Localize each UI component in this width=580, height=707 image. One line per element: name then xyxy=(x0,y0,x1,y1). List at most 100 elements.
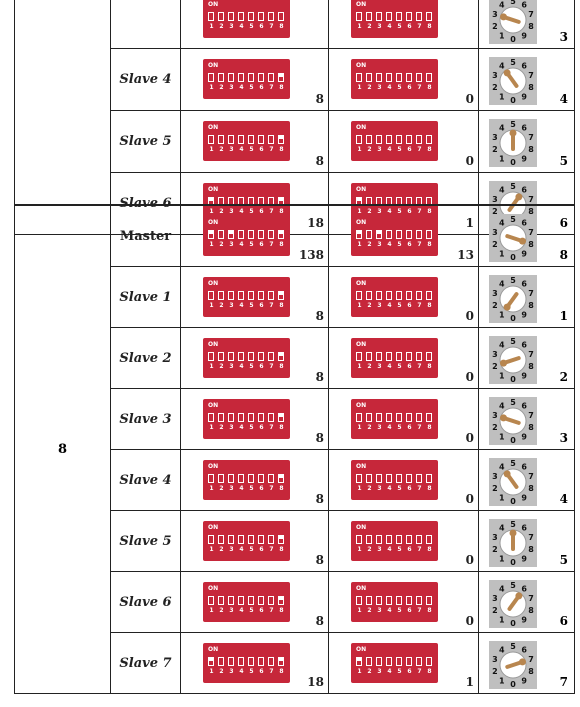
switch-number: 7 xyxy=(269,84,274,91)
dip-toggle: 7 xyxy=(268,596,274,614)
dip-toggle: 7 xyxy=(268,657,274,675)
dip-toggle: 7 xyxy=(416,352,422,370)
switch-number: 2 xyxy=(367,668,372,675)
dip-toggle: 1 xyxy=(356,12,362,30)
switch-number: 4 xyxy=(239,607,244,614)
dip-toggle: 5 xyxy=(396,12,402,30)
switch-number: 7 xyxy=(269,546,274,553)
rotary-value: 3 xyxy=(559,30,568,44)
dip-toggle: 2 xyxy=(366,657,372,675)
dip-toggle: 1 xyxy=(356,657,362,675)
dip-toggle: 2 xyxy=(218,291,224,309)
rotary-digit: 6 xyxy=(521,219,527,228)
dip-value: 8 xyxy=(315,309,324,323)
rotary-digit: 9 xyxy=(521,92,527,101)
rotary-digit: 8 xyxy=(528,606,534,615)
rotary-digit: 5 xyxy=(510,276,516,285)
rotary-digit: 3 xyxy=(492,350,498,359)
dip-toggle: 7 xyxy=(268,12,274,30)
switch-number: 3 xyxy=(377,84,382,91)
rotary-digit: 7 xyxy=(528,472,534,481)
switch-number: 6 xyxy=(259,363,264,370)
dip-toggle: 3 xyxy=(376,73,382,91)
switch-number: 4 xyxy=(239,23,244,30)
rotary-digit: 2 xyxy=(492,83,498,92)
switch-number: 6 xyxy=(407,23,412,30)
dip-toggle: 4 xyxy=(386,135,392,153)
switch-number: 5 xyxy=(249,23,254,30)
switch-number: 5 xyxy=(397,363,402,370)
switch-number: 5 xyxy=(249,302,254,309)
switch-number: 1 xyxy=(357,485,362,492)
rotary-digit: 1 xyxy=(499,554,505,563)
dip-toggle: 4 xyxy=(238,12,244,30)
switch-number: 7 xyxy=(269,23,274,30)
switch-number: 1 xyxy=(209,668,214,675)
switch-number: 1 xyxy=(209,363,214,370)
dip-toggle: 1 xyxy=(208,291,214,309)
switch-number: 2 xyxy=(219,485,224,492)
dip-toggle: 7 xyxy=(416,474,422,492)
rotary-digit: 8 xyxy=(528,484,534,493)
dip-toggle: 6 xyxy=(258,657,264,675)
switch-number: 6 xyxy=(407,241,412,248)
switch-number: 5 xyxy=(249,485,254,492)
switch-number: 5 xyxy=(397,607,402,614)
switch-number: 8 xyxy=(427,23,432,30)
dip-toggle: 6 xyxy=(406,596,412,614)
dip-toggle: 8 xyxy=(278,657,284,675)
dip-value: 8 xyxy=(315,92,324,106)
switch-number: 8 xyxy=(279,668,284,675)
on-label: ON xyxy=(356,1,367,8)
switch-number: 8 xyxy=(427,546,432,553)
rotary-digit: 0 xyxy=(510,680,516,689)
dip-toggle: 1 xyxy=(356,596,362,614)
rotary-digit: 5 xyxy=(510,459,516,468)
rotary-digit: 2 xyxy=(492,240,498,249)
rotary-digit: 0 xyxy=(510,619,516,628)
dip-toggle: 5 xyxy=(248,135,254,153)
rotary-digit: 3 xyxy=(492,10,498,19)
switch-number: 2 xyxy=(219,23,224,30)
switch-number: 4 xyxy=(387,668,392,675)
on-label: ON xyxy=(208,1,219,8)
rotary-arrowhead xyxy=(519,658,526,666)
switch-number: 2 xyxy=(219,668,224,675)
switch-number: 3 xyxy=(229,84,234,91)
rotary-digit: 5 xyxy=(510,215,516,224)
rotary-digit: 2 xyxy=(492,362,498,371)
dip-toggle: 4 xyxy=(386,73,392,91)
dip-toggle: 2 xyxy=(218,135,224,153)
dip-toggle: 4 xyxy=(238,596,244,614)
rotary-digit: 9 xyxy=(521,249,527,258)
dip-toggle: 5 xyxy=(396,135,402,153)
switch-number: 4 xyxy=(239,84,244,91)
on-label: ON xyxy=(356,524,367,531)
switch-number: 7 xyxy=(417,546,422,553)
dip-toggle: 2 xyxy=(366,230,372,248)
dip-toggle: 4 xyxy=(386,413,392,431)
rotary-digit: 3 xyxy=(492,655,498,664)
rotary-digit: 7 xyxy=(528,195,534,204)
dip-toggle: 8 xyxy=(278,73,284,91)
switch-number: 2 xyxy=(367,146,372,153)
device-name xyxy=(110,0,181,49)
dip-value: 0 xyxy=(465,92,474,106)
switch-number: 1 xyxy=(357,241,362,248)
dip-toggle: 4 xyxy=(238,135,244,153)
dip-toggle: 4 xyxy=(238,657,244,675)
rotary-arrowhead xyxy=(503,470,511,478)
on-label: ON xyxy=(356,585,367,592)
rotary-digit: 3 xyxy=(492,411,498,420)
rotary-digit: 6 xyxy=(521,341,527,350)
